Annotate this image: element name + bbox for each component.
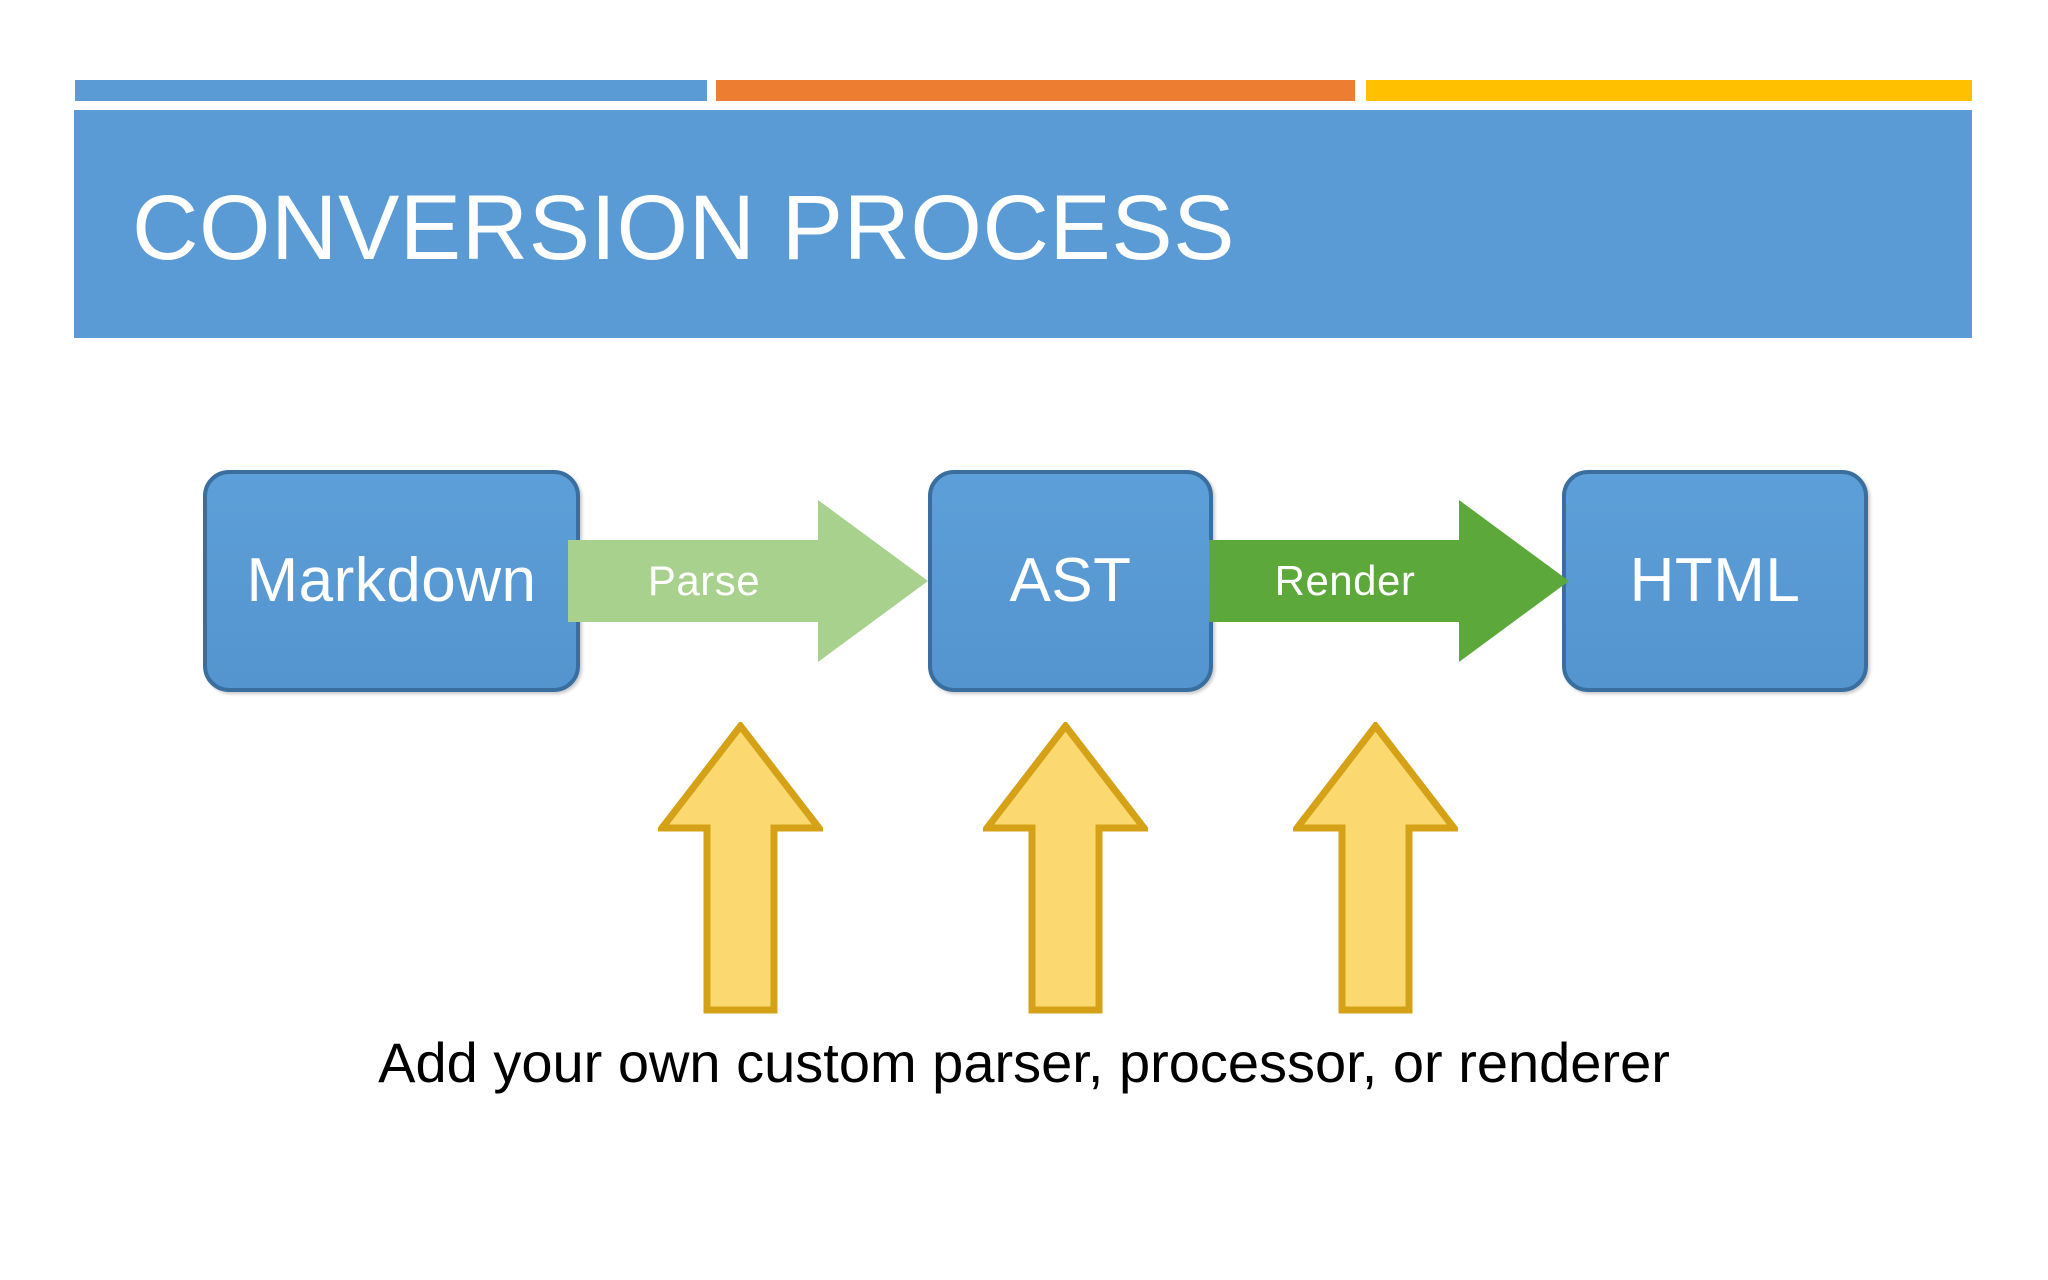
slide-title: CONVERSION PROCESS — [132, 177, 1235, 279]
process-box-markdown-label: Markdown — [246, 546, 537, 615]
process-box-markdown[interactable]: Markdown — [203, 470, 580, 692]
extension-arrow-parse-shape — [658, 722, 823, 1014]
process-box-html[interactable]: HTML — [1562, 470, 1868, 692]
extension-arrow-render-shape — [1293, 722, 1458, 1014]
title-banner — [74, 110, 1972, 338]
extension-arrow-ast-shape — [983, 722, 1148, 1014]
render-arrow-shape — [1209, 500, 1569, 662]
parse-arrow-shape — [568, 500, 928, 662]
accent-bar-orange — [716, 80, 1355, 101]
extension-arrow-parse[interactable] — [658, 722, 823, 1014]
diagram-caption: Add your own custom parser, processor, o… — [378, 1031, 1670, 1094]
extension-arrow-render[interactable] — [1293, 722, 1458, 1014]
accent-bar-yellow — [1366, 80, 1972, 101]
process-box-ast-label: AST — [1009, 546, 1132, 615]
parse-arrow[interactable]: Parse — [568, 500, 928, 662]
process-box-html-label: HTML — [1629, 546, 1801, 615]
process-box-ast[interactable]: AST — [928, 470, 1213, 692]
accent-bar-blue — [75, 80, 707, 101]
render-arrow[interactable]: Render — [1209, 500, 1569, 662]
extension-arrow-ast[interactable] — [983, 722, 1148, 1014]
